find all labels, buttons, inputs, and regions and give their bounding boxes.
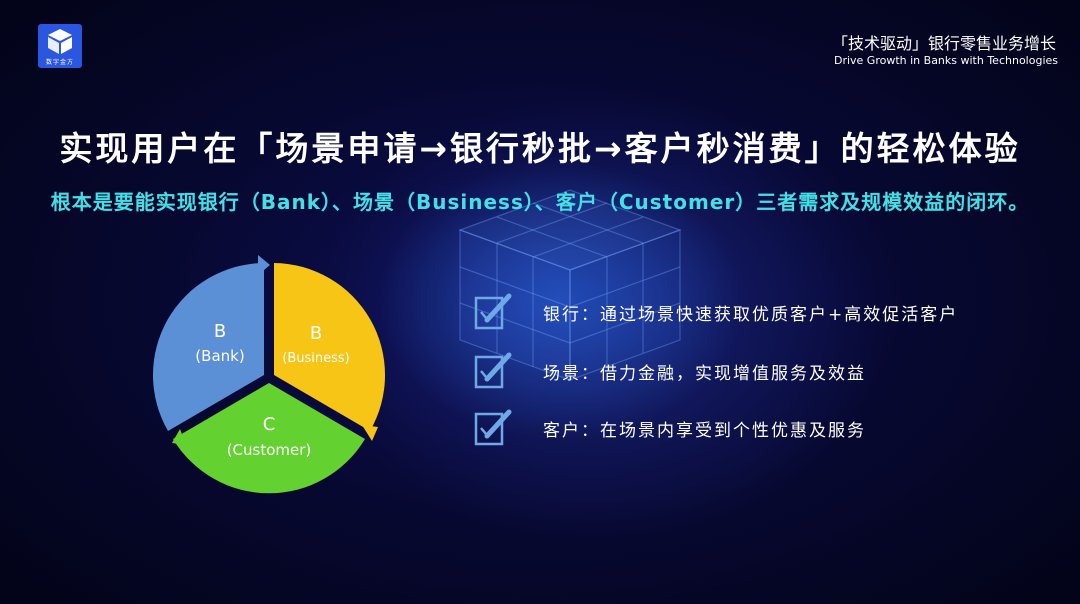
item-text: 银行：通过场景快速获取优质客户+高效促活客户 (543, 305, 959, 325)
business-word: (Business) (282, 351, 349, 366)
business-letter: B (310, 323, 322, 344)
bank-word: (Bank) (195, 347, 244, 365)
checklist-pen-icon (474, 293, 512, 330)
cube-logo-icon (48, 29, 72, 54)
page-subtitle: 根本是要能实现银行（Bank）、场景（Business）、客户（Customer… (50, 190, 1030, 214)
customer-segment (173, 383, 365, 494)
logo-text: 数字金方 (45, 59, 74, 66)
business-segment (274, 263, 386, 431)
bank-arrow-icon (258, 255, 270, 275)
cycle-diagram: B (Bank) B (Business) C (Customer) (152, 255, 386, 494)
bank-segment (152, 263, 264, 431)
item-text: 场景：借力金融，实现增值服务及效益 (543, 364, 866, 384)
cube-graphic (458, 189, 682, 381)
checklist-pen-icon (474, 352, 512, 389)
checklist-pen-icon (474, 409, 512, 446)
header-tagline: 「技术驱动」银行零售业务增长 (831, 34, 1056, 53)
item-text: 客户：在场景内享受到个性优惠及服务 (543, 421, 866, 441)
bank-letter: B (214, 321, 226, 342)
customer-word: (Customer) (227, 441, 312, 459)
logo: 数字金方 (38, 24, 82, 68)
page-title: 实现用户在「场景申请→银行秒批→客户秒消费」的轻松体验 (59, 129, 1021, 168)
header-tagline-en: Drive Growth in Banks with Technologies (833, 54, 1058, 67)
customer-letter: C (263, 414, 276, 435)
business-arrow-icon (362, 425, 378, 441)
customer-arrow-icon (172, 429, 186, 445)
